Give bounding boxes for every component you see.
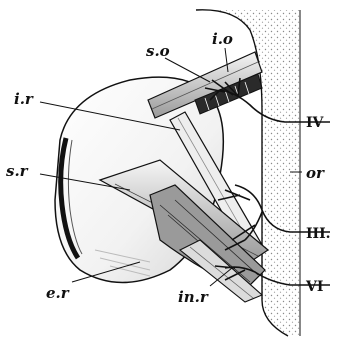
label-nerve-vi: VI [305, 279, 323, 295]
label-or: or [306, 164, 325, 182]
label-s-o: s.o [146, 42, 170, 60]
label-i-o: i.o [212, 30, 233, 48]
label-nerve-iv: IV [306, 115, 325, 131]
label-in-r: in.r [178, 288, 209, 306]
label-i-r: i.r [14, 90, 34, 108]
label-s-r: s.r [6, 162, 29, 180]
label-e-r: e.r [46, 284, 70, 302]
label-nerve-iii: III. [306, 226, 331, 242]
